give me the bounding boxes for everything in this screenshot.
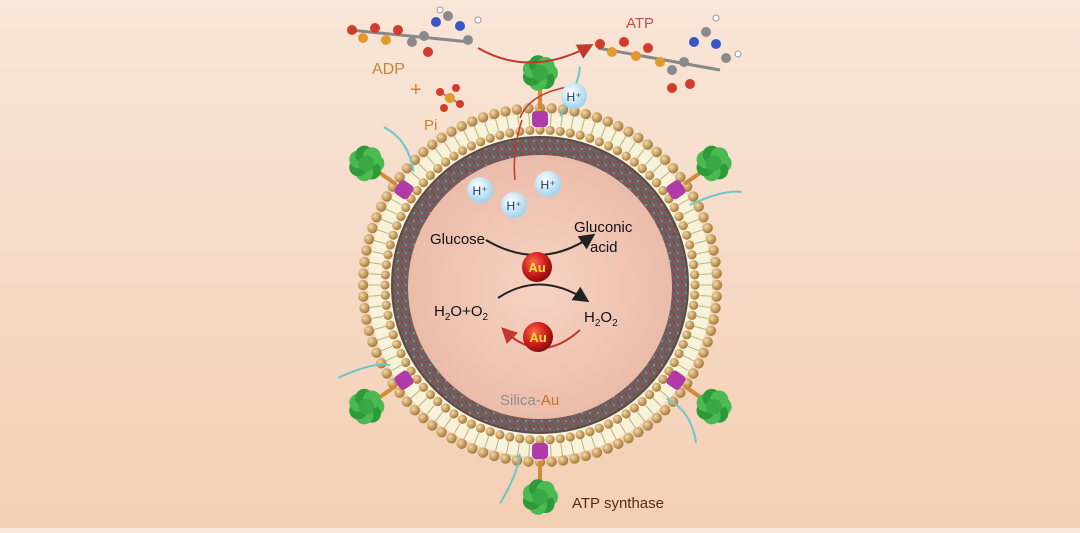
au-catalyst-bottom: Au [523, 322, 553, 352]
atp-label: ATP [626, 15, 654, 32]
h2o2-label: H2O2 [584, 309, 618, 329]
svg-text:H⁺: H⁺ [541, 178, 556, 192]
adp-molecule [347, 6, 482, 57]
proton-inside-1: H⁺ [467, 177, 493, 203]
atp-synthase-complex [666, 145, 742, 206]
atp-synthase-complex [349, 126, 415, 200]
atp-synthase-label: ATP synthase [572, 495, 664, 512]
proton-outside: H⁺ [561, 83, 587, 109]
phosphate-molecule [436, 84, 464, 112]
atp-synthase-complex [337, 363, 414, 425]
atp-synthase-complex [666, 370, 732, 443]
proton-inside-2: H⁺ [501, 192, 527, 218]
silica-au-label: Silica-Au [500, 392, 559, 409]
outer-membrane-head-groups [357, 102, 723, 468]
svg-text:Au: Au [528, 260, 545, 275]
adp-to-atp-arrow [477, 44, 594, 64]
svg-text:H⁺: H⁺ [507, 199, 522, 213]
atp-synthase-group [337, 55, 742, 515]
proton-inside-3: H⁺ [535, 171, 561, 197]
plus-sign: + [410, 79, 422, 101]
gluconic-acid-line2: acid [590, 239, 618, 256]
svg-text:H⁺: H⁺ [473, 184, 488, 198]
atp-molecule [595, 14, 742, 93]
glucose-label: Glucose [430, 231, 485, 248]
au-catalyst-top: Au [522, 252, 552, 282]
svg-text:Au: Au [529, 330, 546, 345]
inner-membrane-head-groups [380, 125, 700, 445]
pi-label: Pi [424, 117, 437, 134]
proton-flow-arrow [513, 119, 523, 181]
gluconic-acid-line1: Gluconic [574, 219, 633, 236]
silica-shell-edge [391, 136, 689, 434]
adp-label: ADP [372, 61, 405, 78]
svg-text:H⁺: H⁺ [567, 90, 582, 104]
oxygen-reduction-arrow [497, 283, 590, 303]
atp-synthase-complex [522, 55, 581, 127]
silica-au-core [408, 155, 672, 419]
h2o-o2-label: H2O+O2 [434, 303, 489, 323]
atp-synthase-complex [499, 443, 558, 515]
